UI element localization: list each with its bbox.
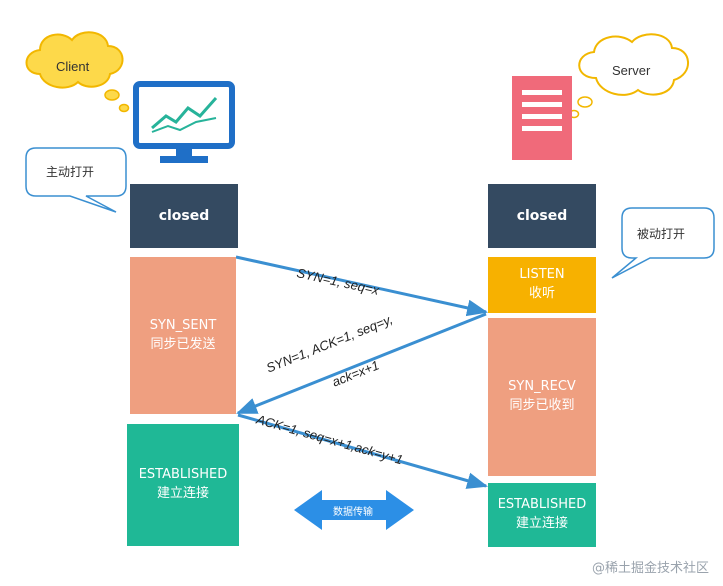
client-action-label: 主动打开 (46, 165, 95, 179)
server-label: Server (612, 63, 651, 78)
server-listen-name: LISTEN (519, 267, 565, 283)
client-cloud-icon (25, 31, 130, 113)
server-syn-recv-desc: 同步已收到 (509, 398, 575, 413)
data-transfer-arrow-icon (294, 490, 414, 530)
server-established-name: ESTABLISHED (497, 497, 587, 513)
client-state-closed: closed (130, 184, 238, 248)
server-state-listen: LISTEN 收听 (488, 257, 596, 313)
server-established-desc: 建立连接 (515, 516, 568, 531)
server-action-label: 被动打开 (637, 227, 686, 241)
server-state-established: ESTABLISHED 建立连接 (488, 483, 596, 547)
ack-arrow (237, 413, 489, 489)
syn-arrow (235, 255, 489, 317)
computer-monitor-icon (133, 81, 235, 163)
server-state-closed: closed (488, 184, 596, 248)
syn-ack-arrow (236, 312, 487, 415)
watermark: @稀土掘金技术社区 (591, 561, 709, 576)
server-state-syn-recv: SYN_RECV 同步已收到 (488, 318, 596, 476)
client-established-name: ESTABLISHED (138, 467, 228, 483)
data-transfer-label: 数据传输 (333, 507, 373, 518)
client-syn-sent-desc: 同步已发送 (150, 336, 216, 352)
client-closed-label: closed (158, 207, 210, 224)
client-established-desc: 建立连接 (156, 486, 209, 501)
server-action-bubble (611, 207, 715, 279)
server-rack-icon (512, 76, 572, 160)
client-label: Client (56, 59, 90, 74)
client-state-established: ESTABLISHED 建立连接 (127, 424, 239, 546)
client-state-syn-sent: SYN_SENT 同步已发送 (130, 257, 236, 414)
server-closed-label: closed (516, 207, 568, 224)
server-listen-desc: 收听 (528, 286, 555, 301)
client-action-bubble (25, 147, 127, 213)
server-syn-recv-name: SYN_RECV (508, 379, 576, 395)
client-syn-sent-name: SYN_SENT (149, 317, 217, 333)
server-cloud-icon (568, 33, 689, 119)
